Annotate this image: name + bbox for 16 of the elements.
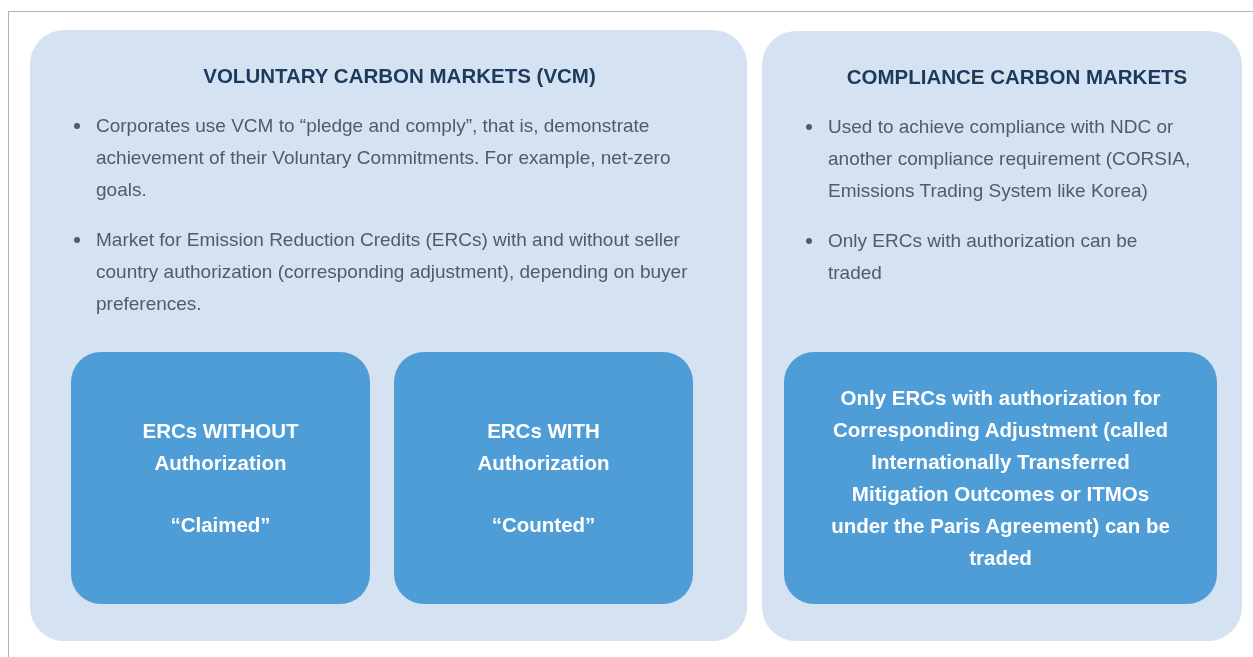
box-text: “Claimed” (170, 512, 271, 538)
bullet-point: Used to achieve compliance with NDC or another compliance requirement (CORSIA, Emissions Trading System like Korea) (828, 115, 1191, 203)
panel-heading: VOLUNTARY CARBON MARKETS (VCM) (202, 64, 597, 88)
bullet-point: Market for Emission Reduction Credits (ERCs) with and without seller country authorization (corresponding adjustment), depending on buyer preferences. (96, 228, 689, 316)
box-text: “Counted” (491, 512, 596, 538)
credit-type-box (784, 352, 1217, 604)
category-panel (30, 30, 747, 641)
box-text: Only ERCs with authorization for Corresponding Adjustment (called Internationally Transferred Mitigation Outcomes or ITMOs under the Paris Agreement) can be traded (830, 385, 1171, 571)
box-text: ERCs WITHOUT Authorization (141, 418, 300, 476)
credit-type-box (394, 352, 693, 604)
bullet-point: Corporates use VCM to “pledge and comply”, that is, demonstrate achievement of their Voluntary Commitments. For example, net-zero goals. (96, 114, 672, 202)
bullet-point: Only ERCs with authorization can be traded (828, 229, 1139, 285)
credit-type-box (71, 352, 370, 604)
box-text: ERCs WITH Authorization (476, 418, 611, 476)
panel-heading: COMPLIANCE CARBON MARKETS (845, 65, 1189, 89)
category-panel (762, 31, 1242, 641)
